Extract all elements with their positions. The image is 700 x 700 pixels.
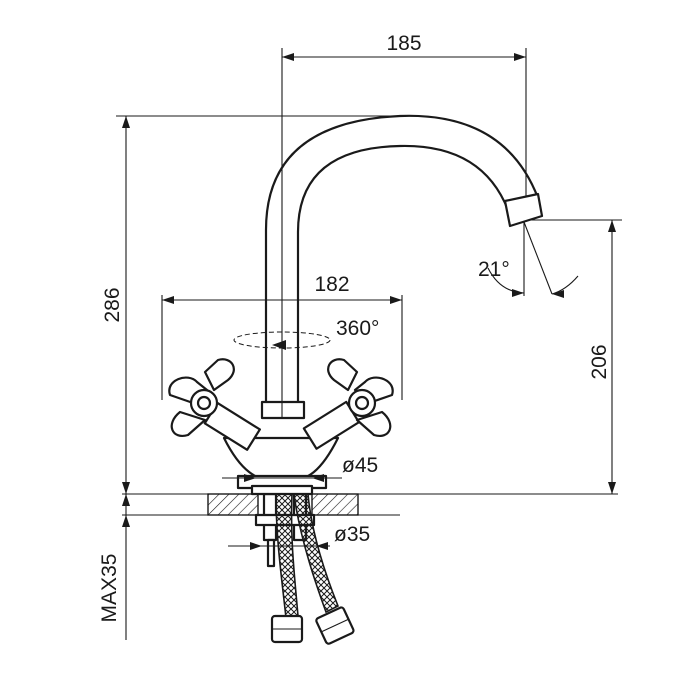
supply-hose-left [270,493,304,644]
left-cross-handle [168,358,261,451]
dimension-max35: MAX35 [98,494,130,640]
dimension-diameter-35: ø35 [228,523,370,550]
dimension-max35-label: MAX35 [98,554,121,623]
dimension-21deg-label: 21° [478,258,510,281]
dimension-286: 286 [101,115,400,494]
aerator [503,192,544,228]
right-cross-handle [302,358,394,450]
rotation-label: 360° [336,317,379,340]
faucet-body [222,400,340,496]
countertop [122,493,618,516]
dimension-185-label: 185 [386,32,421,55]
dimension-206: 206 [530,219,622,494]
dimension-286-label: 286 [101,287,124,322]
dimension-185: 185 [281,32,527,402]
dimension-182-label: 182 [314,273,349,296]
dimension-diameter-45: ø45 [222,454,378,482]
dimension-21deg: 21° [478,221,579,298]
dimension-182: 182 [161,273,403,400]
dimension-diameter-35-label: ø35 [334,523,370,546]
dimension-206-label: 206 [588,344,611,379]
dimension-diameter-45-label: ø45 [342,454,378,477]
supply-hose-right [293,493,355,645]
